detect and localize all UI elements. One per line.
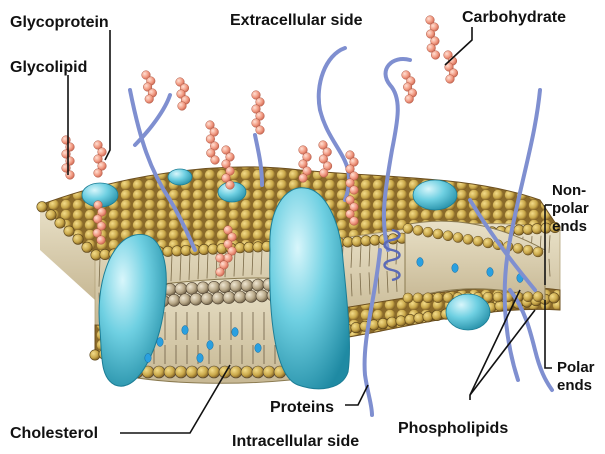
peripheral-protein-bottom-right xyxy=(446,294,490,330)
label-intracellular-side: Intracellular side xyxy=(232,433,359,450)
label-nonpolar-3: ends xyxy=(552,218,587,235)
label-polar-1: Polar xyxy=(557,359,595,376)
label-nonpolar-2: polar xyxy=(552,200,589,217)
label-proteins: Proteins xyxy=(270,399,334,416)
peripheral-protein-top-right xyxy=(413,180,457,210)
label-nonpolar-1: Non- xyxy=(552,182,586,199)
label-carbohydrate: Carbohydrate xyxy=(462,9,566,26)
label-glycolipid: Glycolipid xyxy=(10,59,87,76)
label-phospholipids: Phospholipids xyxy=(398,420,508,437)
label-extracellular-side: Extracellular side xyxy=(230,12,363,29)
label-polar-2: ends xyxy=(557,377,592,394)
label-cholesterol: Cholesterol xyxy=(10,425,98,442)
label-glycoprotein: Glycoprotein xyxy=(10,14,109,31)
